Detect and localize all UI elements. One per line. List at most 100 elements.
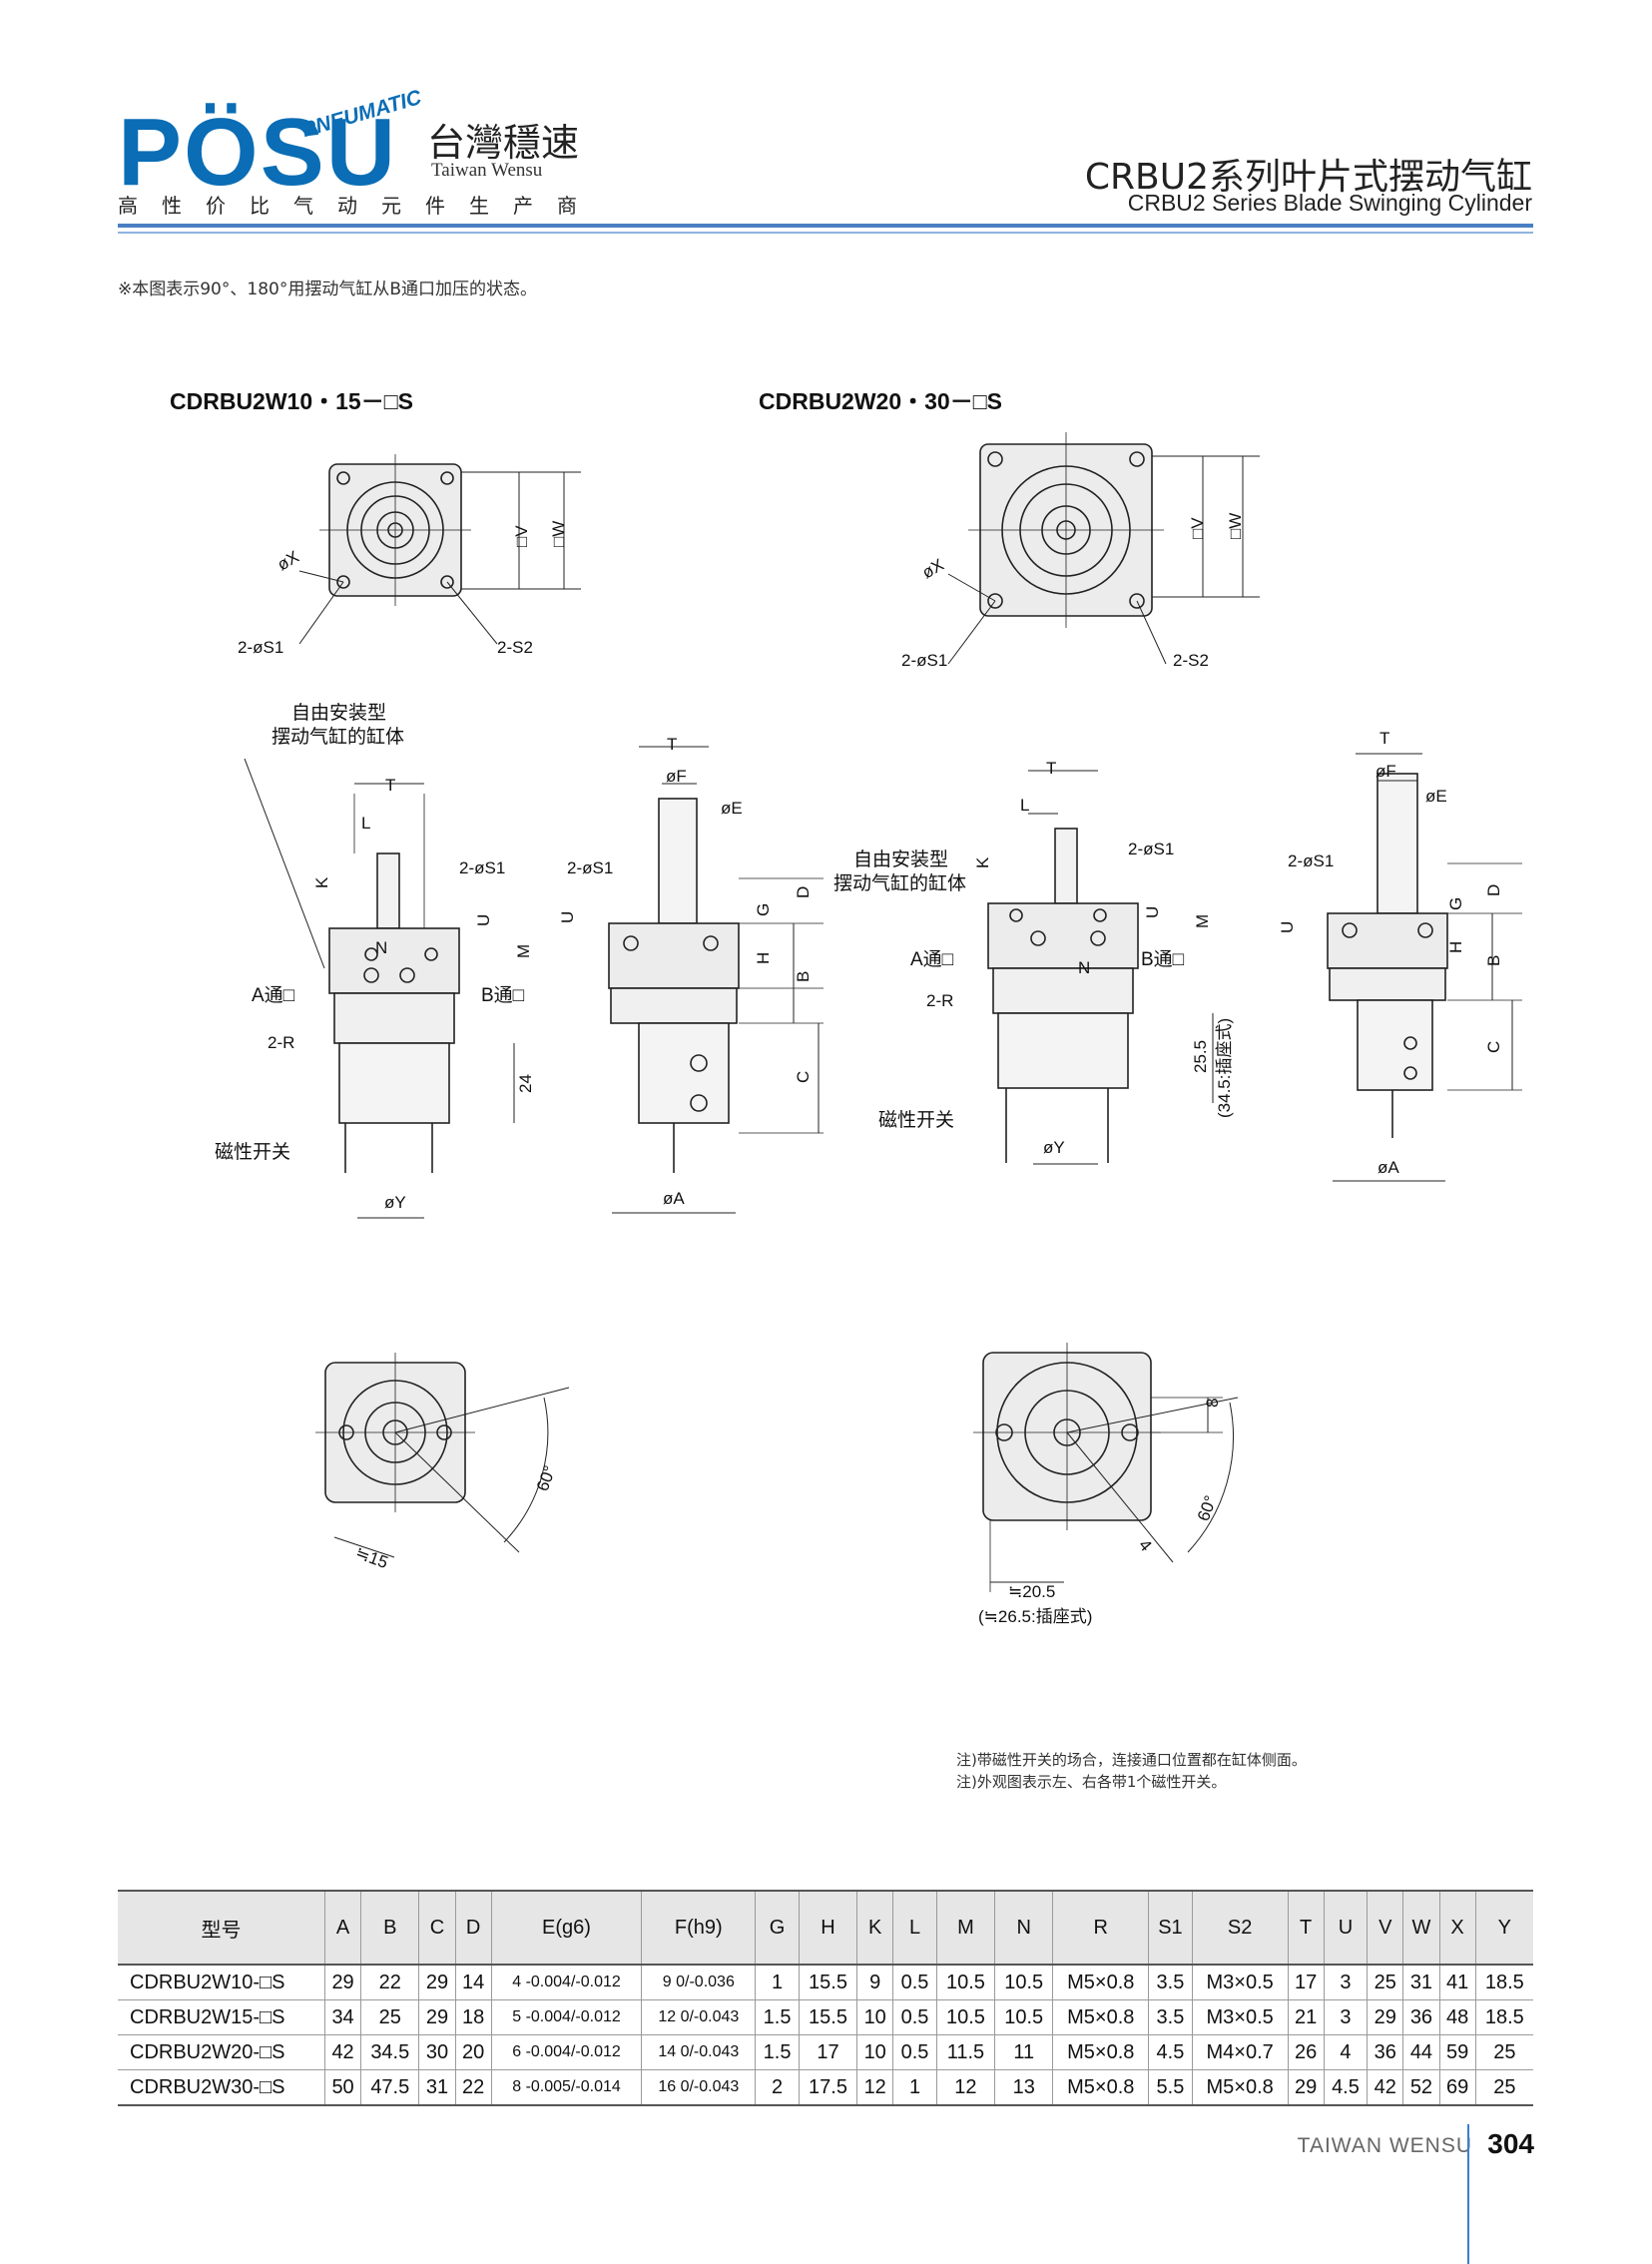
label-S1-left: 2-øS1 bbox=[238, 638, 283, 657]
table-cell: 21 bbox=[1287, 1999, 1325, 2035]
table-cell: 14 bbox=[454, 1965, 492, 2000]
col-C: C bbox=[418, 1890, 456, 1966]
col-R: R bbox=[1052, 1890, 1149, 1966]
table-cell: 17.5 bbox=[798, 2069, 857, 2106]
table-cell: 34.5 bbox=[360, 2034, 419, 2070]
label-M-right: M bbox=[1193, 914, 1212, 928]
col-S2: S2 bbox=[1191, 1890, 1289, 1966]
table-cell: 25 bbox=[1474, 2069, 1533, 2106]
page-title-cn: CRBU2系列叶片式摆动气缸 bbox=[1084, 157, 1532, 198]
table-cell: 0.5 bbox=[892, 1999, 937, 2035]
label-4-right: 4 bbox=[1135, 1535, 1156, 1554]
spec-table: 型号 A B C D E(g6) F(h9) G H K L M N R S1 … bbox=[118, 1890, 1533, 2106]
col-L: L bbox=[892, 1890, 937, 1966]
label-B-left: B bbox=[794, 971, 813, 982]
table-cell: 16 0/-0.043 bbox=[641, 2069, 756, 2106]
table-cell: 12 bbox=[935, 2069, 995, 2106]
table-cell: 29 bbox=[1367, 1999, 1403, 2035]
table-cell: 50 bbox=[323, 2069, 361, 2106]
table-cell: 36 bbox=[1402, 1999, 1440, 2035]
label-G-left: G bbox=[754, 903, 773, 916]
table-cell: 20 bbox=[454, 2034, 492, 2070]
label-H-right: H bbox=[1446, 941, 1465, 953]
table-cell: 12 bbox=[856, 2069, 893, 2106]
col-Y: Y bbox=[1474, 1890, 1533, 1966]
col-K: K bbox=[856, 1890, 893, 1966]
table-cell: 10.5 bbox=[935, 1965, 995, 2000]
table-cell: 25 bbox=[360, 1999, 419, 2035]
table-cell: 4 bbox=[1323, 2034, 1368, 2070]
table-cell: 10.5 bbox=[994, 1965, 1053, 2000]
label-phiX-right: øX bbox=[919, 555, 947, 582]
table-cell: 34 bbox=[323, 1999, 361, 2035]
drawing-notes: 注)带磁性开关的场合，连接通口位置都在缸体侧面。 注)外观图表示左、右各带1个磁… bbox=[956, 1749, 1307, 1793]
table-cell: 5.5 bbox=[1148, 2069, 1193, 2106]
label-N-left: N bbox=[375, 938, 387, 957]
table-cell: 4 -0.004/-0.012 bbox=[490, 1965, 642, 2000]
header-rule bbox=[118, 224, 1533, 228]
col-G: G bbox=[755, 1890, 800, 1966]
label-phiE-left: øE bbox=[721, 799, 743, 818]
table-cell: 8 -0.005/-0.014 bbox=[490, 2069, 642, 2106]
label-L-right: L bbox=[1020, 796, 1029, 815]
table-cell: 3.5 bbox=[1148, 1965, 1193, 2000]
top-note: ※本图表示90°、180°用摆动气缸从B通口加压的状态。 bbox=[118, 280, 537, 299]
label-60-right: 60° bbox=[1194, 1493, 1221, 1524]
table-cell: 12 0/-0.043 bbox=[641, 1999, 756, 2035]
table-cell: 4.5 bbox=[1148, 2034, 1193, 2070]
table-cell: M5×0.8 bbox=[1052, 2069, 1149, 2106]
label-phiA-left: øA bbox=[663, 1189, 685, 1208]
table-cell: 1.5 bbox=[755, 2034, 800, 2070]
table-cell: 1 bbox=[892, 2069, 937, 2106]
table-cell: 0.5 bbox=[892, 1965, 937, 2000]
table-cell: 10.5 bbox=[935, 1999, 995, 2035]
label-W-right: □W bbox=[1226, 513, 1245, 539]
col-M: M bbox=[935, 1890, 995, 1966]
col-W: W bbox=[1402, 1890, 1440, 1966]
table-cell: 59 bbox=[1438, 2034, 1476, 2070]
label-G-right: G bbox=[1446, 897, 1465, 910]
table-cell: 29 bbox=[1287, 2069, 1325, 2106]
label-body-note-right-2: 摆动气缸的缸体 bbox=[833, 872, 966, 894]
label-T-right: T bbox=[1046, 759, 1056, 778]
col-B: B bbox=[360, 1890, 419, 1966]
table-cell: 13 bbox=[994, 2069, 1053, 2106]
label-D-right: D bbox=[1484, 884, 1503, 896]
table-cell: 18 bbox=[454, 1999, 492, 2035]
col-T: T bbox=[1287, 1890, 1325, 1966]
table-cell: CDRBU2W10-□S bbox=[118, 1965, 325, 2000]
table-cell: 5 -0.004/-0.012 bbox=[490, 1999, 642, 2035]
label-S1-side-left: 2-øS1 bbox=[459, 858, 505, 877]
label-B-right: B bbox=[1484, 955, 1503, 966]
header-rule-thin bbox=[118, 232, 1533, 234]
table-cell: 25 bbox=[1474, 2034, 1533, 2070]
table-cell: 42 bbox=[323, 2034, 361, 2070]
label-phiF-left: øF bbox=[666, 767, 687, 786]
col-F: F(h9) bbox=[641, 1890, 756, 1966]
technical-drawings: øX 2-øS1 2-S2 □V □W øX 2-øS1 2-S2 □V □W … bbox=[215, 432, 1522, 1626]
label-switch-right: 磁性开关 bbox=[878, 1109, 954, 1131]
table-cell: M4×0.7 bbox=[1191, 2034, 1289, 2070]
table-cell: 52 bbox=[1402, 2069, 1440, 2106]
label-portA-right: A通□ bbox=[910, 948, 954, 970]
table-cell: 6 -0.004/-0.012 bbox=[490, 2034, 642, 2070]
col-E: E(g6) bbox=[490, 1890, 642, 1966]
table-cell: 29 bbox=[418, 1965, 456, 2000]
label-portB-right: B通□ bbox=[1141, 948, 1185, 970]
label-S1-right: 2-øS1 bbox=[901, 651, 947, 670]
label-U-side2-right: U bbox=[1278, 921, 1297, 933]
table-cell: 31 bbox=[418, 2069, 456, 2106]
label-T-left: T bbox=[385, 776, 395, 795]
label-C-left: C bbox=[794, 1071, 813, 1083]
label-S1-side2-left: 2-øS1 bbox=[567, 858, 613, 877]
table-cell: 47.5 bbox=[360, 2069, 419, 2106]
col-U: U bbox=[1323, 1890, 1368, 1966]
table-cell: 11 bbox=[994, 2034, 1053, 2070]
label-body-note-left-1: 自由安装型 bbox=[291, 702, 386, 724]
col-model: 型号 bbox=[118, 1890, 325, 1966]
table-cell: 69 bbox=[1438, 2069, 1476, 2106]
table-cell: 29 bbox=[418, 1999, 456, 2035]
table-cell: 2 bbox=[755, 2069, 800, 2106]
table-cell: 22 bbox=[454, 2069, 492, 2106]
label-switch-left: 磁性开关 bbox=[215, 1141, 290, 1163]
